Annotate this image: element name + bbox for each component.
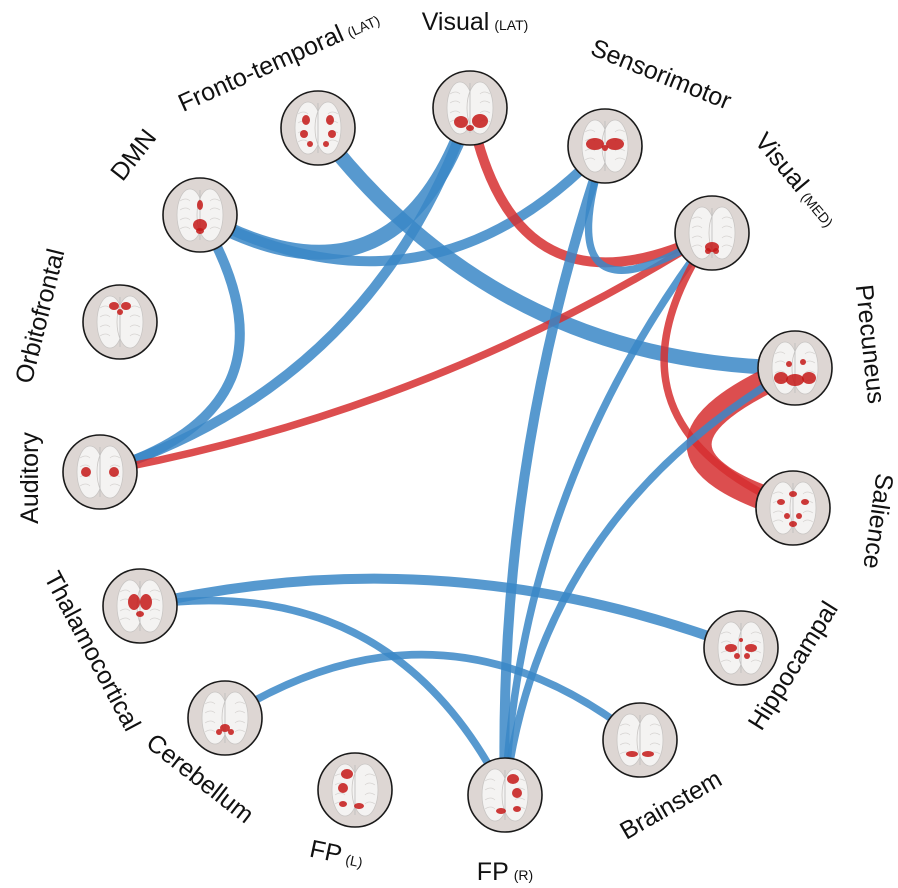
connection-sensorimotor-fp_r bbox=[499, 144, 610, 796]
connection-auditory-visual_med bbox=[99, 229, 715, 476]
brain-icon bbox=[717, 621, 765, 675]
node-thalamocortical bbox=[102, 568, 178, 644]
node-auditory bbox=[62, 434, 138, 510]
brain-icon bbox=[688, 206, 736, 260]
brain-icon bbox=[201, 691, 249, 745]
brain-icon bbox=[96, 295, 144, 349]
connection-thalamocortical-fp_r bbox=[139, 596, 509, 797]
node-visual-med bbox=[674, 195, 750, 271]
label-fp-l: FP(L) bbox=[307, 835, 366, 874]
node-fronto-temporal bbox=[280, 90, 356, 166]
connection-fronto_temporal-precuneus bbox=[312, 123, 796, 376]
label-visual-med: Visual(MED) bbox=[749, 128, 843, 233]
label-orbitofrontal: Orbitofrontal bbox=[10, 246, 70, 386]
node-dmn bbox=[162, 177, 238, 253]
brain-icon bbox=[331, 763, 379, 817]
label-fp-r: FP(R) bbox=[477, 858, 533, 886]
label-fronto-temporal: Fronto-temporal(LAT) bbox=[174, 4, 383, 118]
connection-visual_med-fp_r bbox=[501, 230, 715, 796]
brain-icon bbox=[176, 188, 224, 242]
brain-icon bbox=[76, 445, 124, 499]
connection-precuneus-fp_r bbox=[501, 364, 797, 796]
node-fp-r bbox=[467, 757, 543, 833]
node-fp-l bbox=[317, 752, 393, 828]
label-dmn: DMN bbox=[105, 124, 162, 186]
node-salience bbox=[755, 470, 831, 546]
connection-precuneus-salience bbox=[686, 356, 800, 520]
brain-icon bbox=[771, 341, 819, 395]
brain-icon bbox=[294, 101, 342, 155]
label-sensorimotor: Sensorimotor bbox=[587, 34, 735, 116]
nodes-layer bbox=[62, 70, 833, 833]
node-orbitofrontal bbox=[82, 284, 158, 360]
node-cerebellum bbox=[187, 680, 263, 756]
brain-icon bbox=[446, 81, 494, 135]
node-hippocampal bbox=[703, 610, 779, 686]
label-visual-lat: Visual(LAT) bbox=[422, 8, 529, 36]
node-brainstem bbox=[602, 702, 678, 778]
connection-cerebellum-brainstem bbox=[222, 650, 643, 743]
connection-visual_lat-visual_med bbox=[465, 107, 715, 268]
label-auditory: Auditory bbox=[16, 432, 44, 524]
brain-icon bbox=[481, 768, 529, 822]
node-visual-lat bbox=[432, 70, 508, 146]
node-precuneus bbox=[757, 330, 833, 406]
label-precuneus: Precuneus bbox=[850, 283, 890, 405]
connections-layer bbox=[98, 105, 800, 797]
connection-auditory-visual_lat bbox=[98, 106, 475, 477]
brain-icon bbox=[616, 713, 664, 767]
brain-icon bbox=[116, 579, 164, 633]
brain-icon bbox=[769, 481, 817, 535]
connection-dmn-sensorimotor bbox=[197, 142, 609, 267]
label-salience: Salience bbox=[857, 472, 898, 571]
brain-icon bbox=[581, 119, 629, 173]
connection-thalamocortical-hippocampal bbox=[138, 573, 743, 653]
node-sensorimotor bbox=[567, 108, 643, 184]
